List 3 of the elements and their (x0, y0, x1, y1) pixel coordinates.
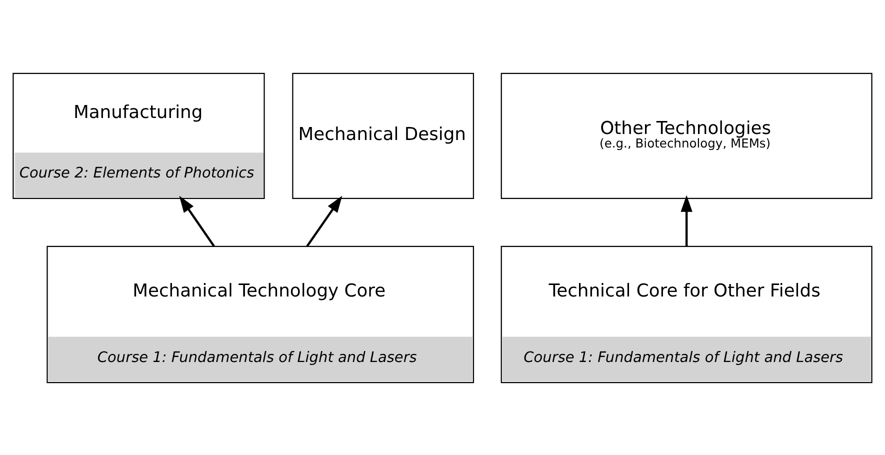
arrow (179, 195, 215, 246)
arrow (680, 194, 692, 246)
arrow (306, 195, 342, 246)
